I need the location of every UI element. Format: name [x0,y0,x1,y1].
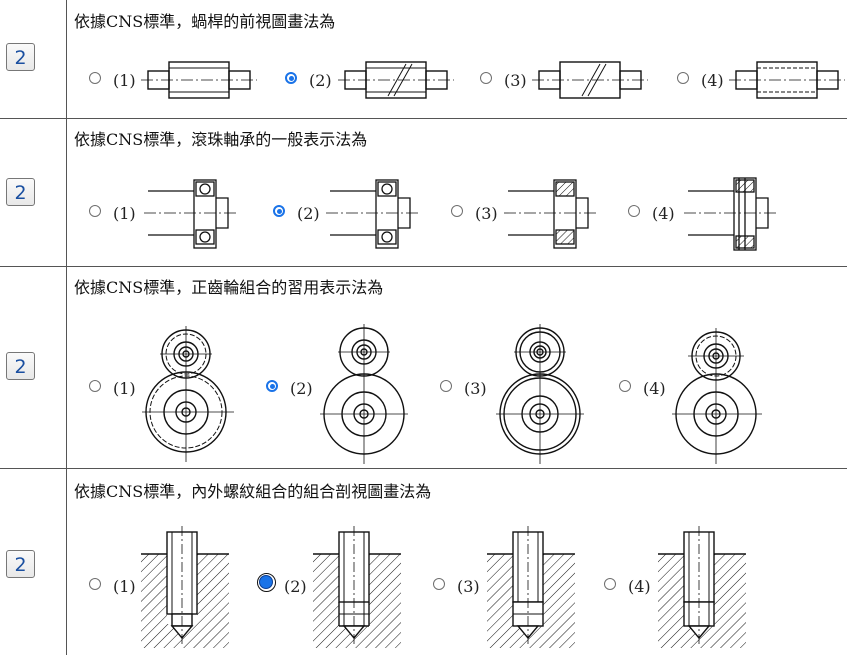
option-4-radio[interactable] [619,380,631,392]
option-1-radio[interactable] [89,205,101,217]
question-number-cell: 2 [0,118,67,266]
option-3-thread-figure [487,526,575,648]
option-3-worm-figure [532,61,648,99]
option-4-radio[interactable] [677,72,689,84]
option-4-label: (4) [628,577,651,596]
question-number-button[interactable]: 2 [6,178,35,206]
option-4-gear-figure [672,328,762,464]
option-2-gear-figure [320,324,408,464]
option-4-worm-figure [729,61,845,99]
option-3-gear-figure [496,324,584,464]
option-4-radio[interactable] [628,205,640,217]
question-row-2: 2 依據CNS標準，滾珠軸承的一般表示法為 (1) (2) (3) [0,118,847,267]
option-1-radio[interactable] [89,72,101,84]
option-1-label: (1) [113,71,136,90]
option-4-bearing-figure [684,177,778,251]
option-2-label: (2) [290,379,313,398]
option-1-bearing-figure [144,179,238,249]
option-4-label: (4) [652,204,675,223]
option-3-bearing-figure [504,179,598,249]
option-1-thread-figure [141,526,229,648]
option-2-label: (2) [309,71,332,90]
question-number-cell: 2 [0,266,67,468]
option-2-radio[interactable] [285,72,297,84]
question-text: 依據CNS標準，內外螺紋組合的組合剖視圖畫法為 [74,482,432,501]
option-2-bearing-figure [326,179,420,249]
question-row-3: 2 依據CNS標準，正齒輪組合的習用表示法為 (1) (2) (3) [0,266,847,469]
option-1-label: (1) [113,204,136,223]
option-4-thread-figure [658,526,746,648]
option-2-thread-figure [313,526,401,648]
option-3-radio[interactable] [433,578,445,590]
question-number-cell: 2 [0,0,67,118]
question-row-1: 2 依據CNS標準，蝸桿的前視圖畫法為 (1) (2) (3) (4) [0,0,847,119]
option-3-label: (3) [504,71,527,90]
option-3-radio[interactable] [440,380,452,392]
option-2-label: (2) [297,204,320,223]
option-1-worm-figure [141,61,257,99]
option-3-radio[interactable] [480,72,492,84]
option-4-label: (4) [643,379,666,398]
option-4-radio[interactable] [604,578,616,590]
question-text: 依據CNS標準，滾珠軸承的一般表示法為 [74,130,368,149]
option-2-radio[interactable] [266,380,278,392]
option-1-gear-figure [142,326,234,462]
question-number-button[interactable]: 2 [6,43,35,71]
option-3-label: (3) [475,204,498,223]
option-2-label: (2) [284,577,307,596]
option-3-radio[interactable] [451,205,463,217]
question-number-button[interactable]: 2 [6,352,35,380]
option-1-label: (1) [113,379,136,398]
option-2-radio[interactable] [273,205,285,217]
option-1-radio[interactable] [89,380,101,392]
question-row-4: 2 依據CNS標準，內外螺紋組合的組合剖視圖畫法為 (1) (2) [0,468,847,655]
option-3-label: (3) [464,379,487,398]
option-1-radio[interactable] [89,578,101,590]
question-text: 依據CNS標準，正齒輪組合的習用表示法為 [74,278,384,297]
option-2-worm-figure [338,61,454,99]
question-number-cell: 2 [0,468,67,655]
question-number-button[interactable]: 2 [6,550,35,578]
option-1-label: (1) [113,577,136,596]
option-4-label: (4) [701,71,724,90]
option-3-label: (3) [457,577,480,596]
question-text: 依據CNS標準，蝸桿的前視圖畫法為 [74,12,336,31]
option-2-radio[interactable] [257,573,276,592]
